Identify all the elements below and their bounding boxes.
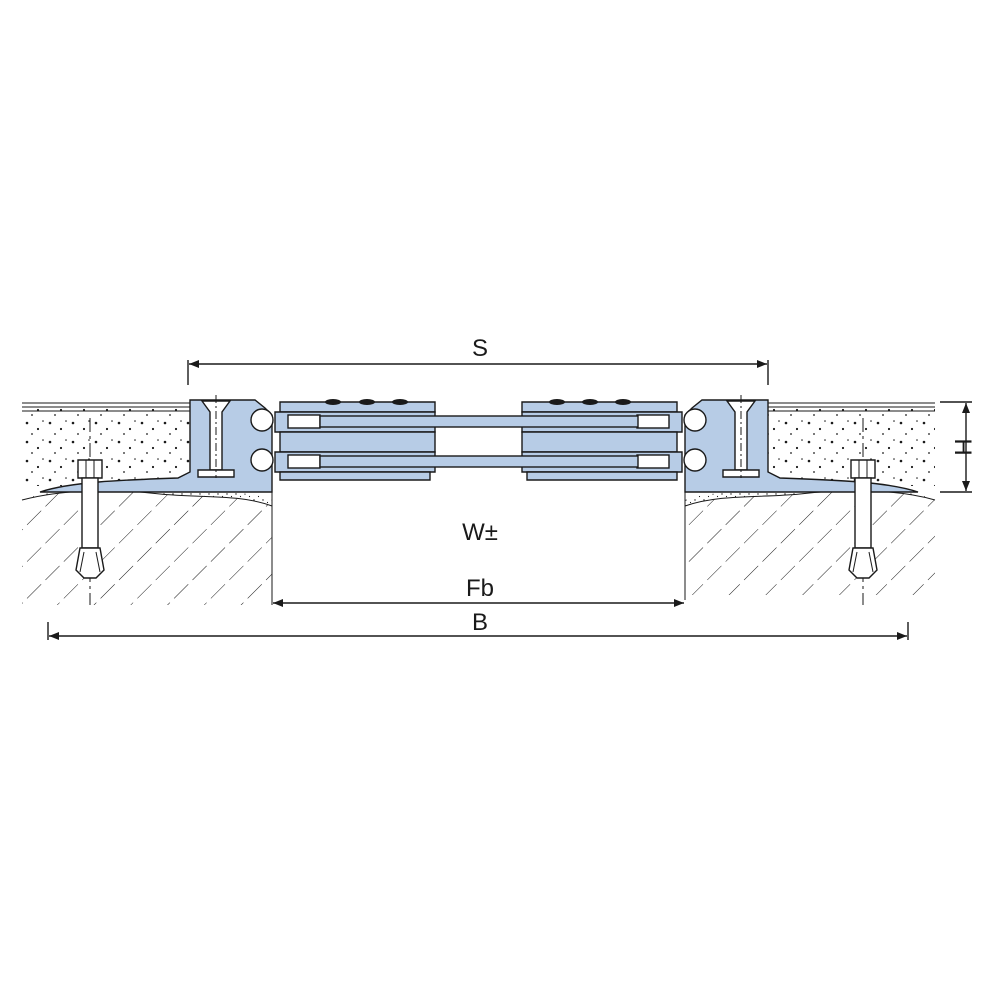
dimension-h: H bbox=[940, 401, 976, 493]
left-substrate bbox=[21, 486, 273, 605]
dimension-w: W± bbox=[462, 519, 498, 546]
right-anchor-bolt bbox=[848, 418, 878, 605]
dimension-w-label: W± bbox=[462, 519, 498, 546]
dimension-b: B bbox=[47, 609, 909, 640]
left-screed bbox=[22, 402, 190, 486]
dimension-b-label: B bbox=[472, 609, 488, 636]
left-anchor-bolt bbox=[75, 418, 105, 605]
left-countersunk-screw bbox=[197, 395, 235, 478]
dimension-fb: Fb bbox=[273, 575, 684, 607]
dimension-s-label: S bbox=[472, 335, 488, 362]
right-sliding-element bbox=[521, 399, 683, 481]
dimension-fb-label: Fb bbox=[466, 575, 494, 602]
dimension-s: S bbox=[187, 335, 769, 385]
right-countersunk-screw bbox=[722, 395, 760, 478]
sliding-bars bbox=[319, 415, 639, 468]
right-substrate bbox=[684, 486, 936, 600]
dimension-h-label: H bbox=[949, 438, 976, 455]
left-sliding-element bbox=[274, 399, 436, 481]
